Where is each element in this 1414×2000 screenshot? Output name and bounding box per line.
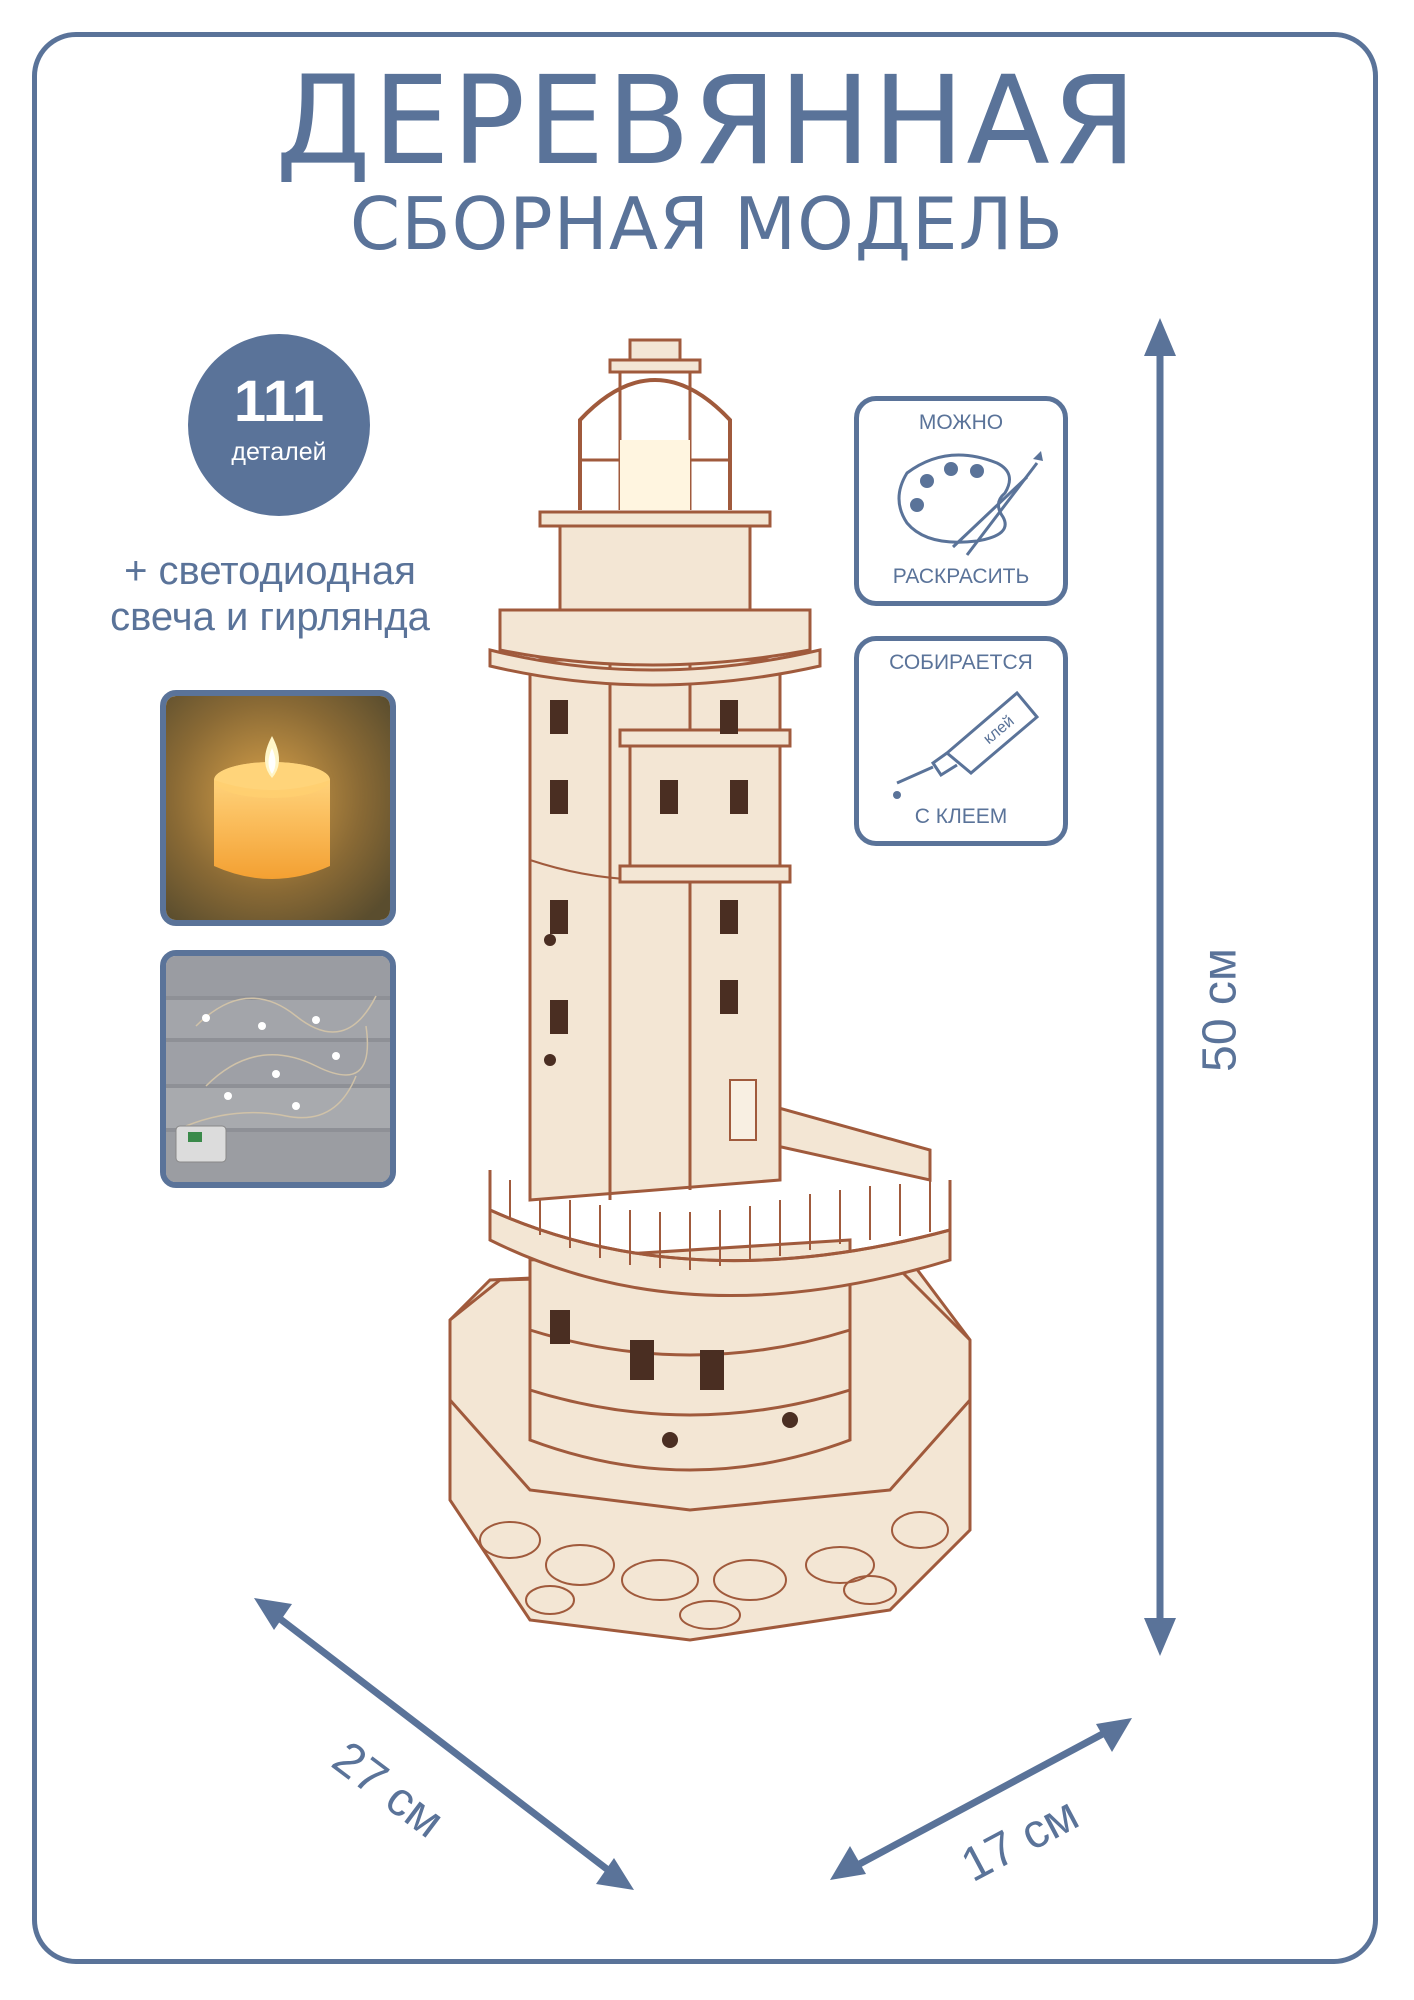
extras-line-2: свеча и гирлянда (110, 595, 430, 639)
paint-badge-bottom: РАСКРАСИТЬ (892, 565, 1030, 588)
glue-badge-top: СОБИРАЕТСЯ (889, 651, 1033, 674)
extras-text: + светодиодная свеча и гирлянда (70, 548, 470, 640)
garland-photo (160, 950, 396, 1188)
lighthouse-model (448, 338, 972, 1642)
page-frame (32, 32, 1378, 1964)
glue-tube-icon: клей (893, 690, 1040, 799)
candle-image (166, 696, 390, 920)
parts-count-badge: 111 деталей (188, 334, 370, 516)
title-line-2: СБОРНАЯ МОДЕЛЬ (349, 182, 1065, 266)
title-line-1: ДЕРЕВЯННАЯ (275, 50, 1139, 192)
parts-label: деталей (231, 438, 327, 466)
parts-count: 111 (233, 369, 325, 434)
glue-badge-bottom: С КЛЕЕМ (914, 805, 1008, 828)
candle-photo (160, 690, 396, 926)
paint-badge: МОЖНО РАСКРАСИТЬ (854, 396, 1068, 606)
glue-badge: СОБИРАЕТСЯ клей С КЛЕЕМ (854, 636, 1068, 846)
height-label: 50 см (1193, 948, 1247, 1072)
extras-line-1: + светодиодная (124, 549, 416, 593)
palette-icon (897, 451, 1043, 556)
paint-badge-top: МОЖНО (918, 411, 1004, 434)
garland-image (166, 956, 390, 1182)
